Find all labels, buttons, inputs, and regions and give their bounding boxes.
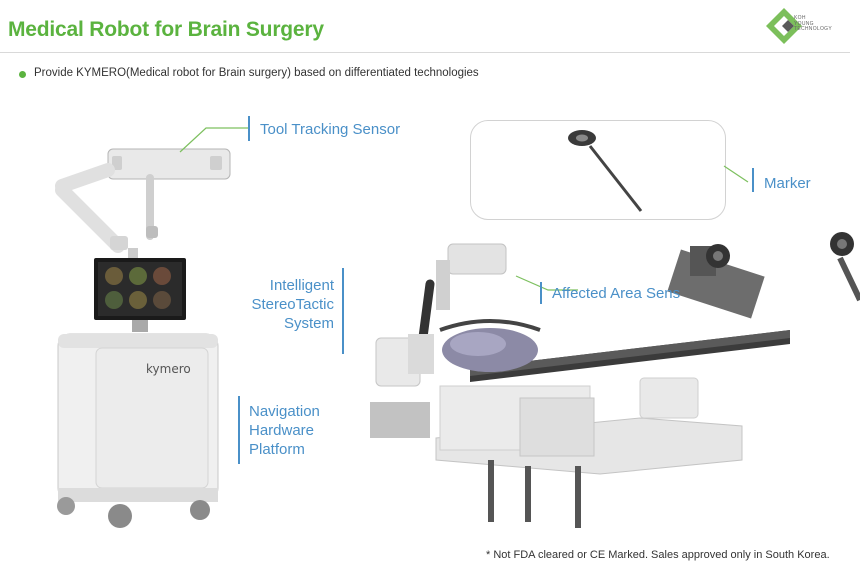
page-title: Medical Robot for Brain Surgery [8,18,324,41]
callout-lines [179,127,749,291]
title-divider [0,52,850,53]
callout-stereotactic-system: Intelligent StereoTactic System [238,276,334,333]
callout-affected-area-sensor: Affected Area Sens [552,285,681,302]
marker-image [568,130,643,212]
callout-navigation-line-1: Navigation [249,403,320,420]
callout-rule-marker [752,168,754,192]
callout-navigation-platform: Navigation Hardware Platform [249,402,320,459]
marker-image-frame [470,120,726,220]
logo-text-2: YOUNG [794,20,814,27]
cart-brand-label: kymero [146,362,191,376]
callout-rule-affected-area [540,282,542,304]
callout-tool-tracking-sensor: Tool Tracking Sensor [260,121,401,138]
navigation-cart-image [55,148,231,528]
callout-stereotactic-line-3: System [283,315,334,332]
callout-stereotactic-line-2: StereoTactic [251,296,334,313]
callout-navigation-line-2: Hardware [249,422,315,439]
logo-text-1: KOH [794,15,806,21]
callout-rule-navigation [238,396,240,464]
bullet-text: Provide KYMERO(Medical robot for Brain s… [34,67,479,79]
callout-rule-stereotactic [342,268,344,354]
logo-text-3: TECHNOLOGY [794,26,833,32]
company-logo: KOH YOUNG TECHNOLOGY [766,6,846,46]
callout-marker: Marker [764,175,811,192]
footnote: * Not FDA cleared or CE Marked. Sales ap… [486,549,830,561]
logo-mark-icon [766,8,802,44]
bullet-icon [19,71,26,78]
callout-navigation-line-3: Platform [249,441,305,458]
callout-rule-tool-tracking [248,116,250,141]
affected-area-sensor-image [667,232,860,319]
surgical-table-image [370,243,790,528]
callout-stereotactic-line-1: Intelligent [269,277,334,294]
